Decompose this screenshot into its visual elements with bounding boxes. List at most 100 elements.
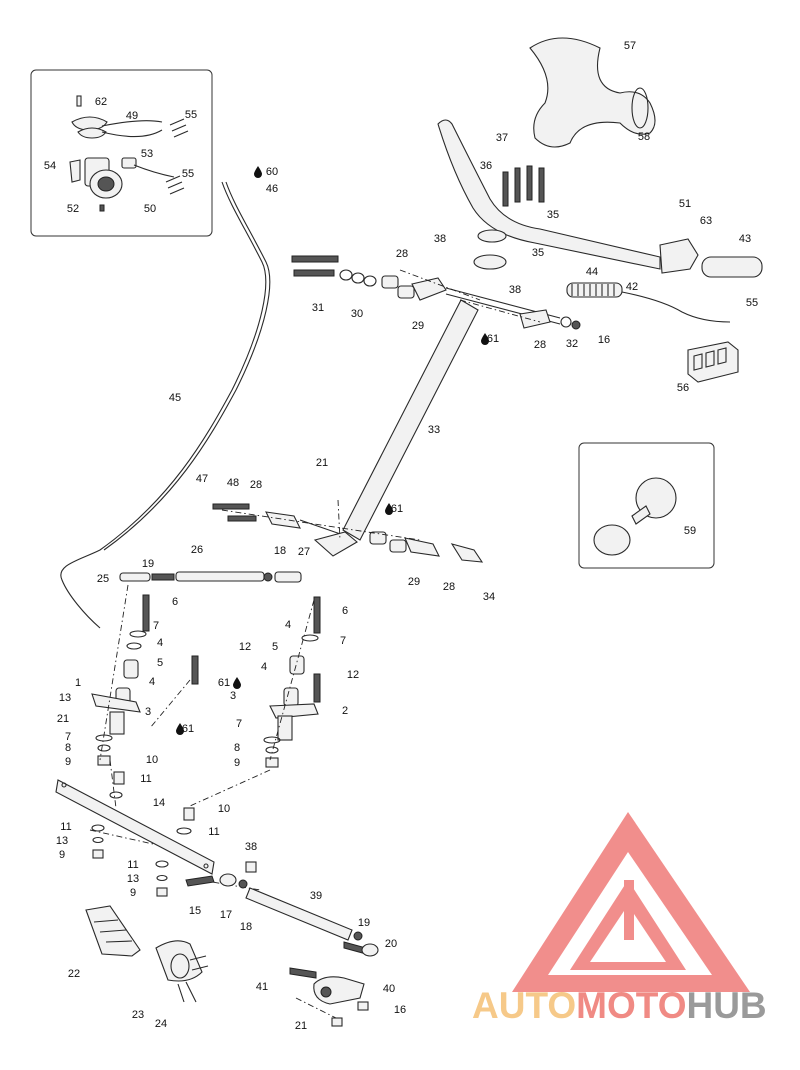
callout-label: 56 [677, 382, 689, 394]
handlebar-pad [529, 37, 656, 148]
throttle-cable-outer [103, 181, 271, 551]
callout-label: 28 [396, 248, 408, 260]
callout-label: 16 [394, 1004, 406, 1016]
callout-label: 38 [509, 284, 521, 296]
callout-label: 12 [347, 669, 359, 681]
lower-pitman-arm [289, 967, 369, 1027]
callout-label: 46 [266, 183, 278, 195]
callout-label: 54 [44, 160, 56, 172]
callout-label: 35 [532, 247, 544, 259]
handlebar-grip [701, 256, 763, 278]
callout-label: 1 [75, 677, 81, 689]
callout-label: 8 [234, 742, 240, 754]
callout-label: 25 [97, 573, 109, 585]
horn-assembly [593, 477, 677, 556]
callout-label: 4 [261, 661, 267, 673]
callout-label: 8 [65, 742, 71, 754]
callout-label: 17 [220, 909, 232, 921]
lubricant-drop-icon [176, 723, 184, 735]
handlebar [437, 119, 661, 270]
watermark-brand-auto: AUTO [472, 985, 576, 1026]
callout-label: 4 [285, 619, 291, 631]
callout-label: 50 [144, 203, 156, 215]
callout-label: 58 [638, 131, 650, 143]
callout-label: 12 [239, 641, 251, 653]
callout-label: 38 [245, 841, 257, 853]
lower-tie-rod [185, 873, 379, 957]
callout-label: 6 [172, 596, 178, 608]
callout-label: 53 [141, 148, 153, 160]
callout-label: 2 [342, 705, 348, 717]
callout-label: 57 [624, 40, 636, 52]
callout-label: 14 [153, 797, 165, 809]
callout-label: 55 [182, 168, 194, 180]
callout-label: 9 [130, 887, 136, 899]
callout-label: 34 [483, 591, 495, 603]
callout-label: 28 [443, 581, 455, 593]
callout-label: 3 [145, 706, 151, 718]
callout-label: 20 [385, 938, 397, 950]
callout-label: 9 [59, 849, 65, 861]
callout-label: 26 [191, 544, 203, 556]
upper-riser-clamp [473, 165, 545, 270]
callout-label: 9 [65, 756, 71, 768]
lubricant-drop-icon [481, 333, 489, 345]
callout-label: 19 [142, 558, 154, 570]
callout-label: 7 [153, 620, 159, 632]
callout-label: 6 [342, 605, 348, 617]
callout-label: 61 [391, 503, 403, 515]
callout-label: 55 [746, 297, 758, 309]
callout-label: 32 [566, 338, 578, 350]
callout-label: 60 [266, 166, 278, 178]
callout-label: 22 [68, 968, 80, 980]
callout-label: 28 [250, 479, 262, 491]
callout-label: 39 [310, 890, 322, 902]
steering-boot [85, 905, 141, 957]
callout-label: 44 [586, 266, 598, 278]
callout-label: 29 [408, 576, 420, 588]
callout-label: 10 [218, 803, 230, 815]
watermark-brand-moto: MOTO [576, 985, 686, 1026]
steering-arm [55, 779, 215, 875]
arm-hardware [91, 771, 257, 897]
callout-label: 37 [496, 132, 508, 144]
callout-label: 61 [182, 723, 194, 735]
lubricant-drop-icon [254, 166, 262, 178]
callout-label: 15 [189, 905, 201, 917]
callout-label: 52 [67, 203, 79, 215]
callout-label: 11 [60, 821, 71, 833]
callout-label: 9 [234, 757, 240, 769]
lubricant-drop-icons [176, 166, 489, 735]
ignition-switch-assembly [69, 95, 189, 212]
callout-label: 48 [227, 477, 239, 489]
callout-label: 13 [59, 692, 71, 704]
callout-label: 47 [196, 473, 208, 485]
callout-label: 23 [132, 1009, 144, 1021]
callout-label: 33 [428, 424, 440, 436]
watermark-brand-hub: HUB [686, 985, 766, 1026]
middle-linkage [212, 503, 484, 563]
callout-label: 35 [547, 209, 559, 221]
callout-label: 21 [316, 457, 328, 469]
callout-label: 38 [434, 233, 446, 245]
callout-label: 18 [274, 545, 286, 557]
throttle-cable [60, 181, 267, 629]
callout-label: 55 [185, 109, 197, 121]
callout-label: 4 [157, 637, 163, 649]
callout-label: 18 [240, 921, 252, 933]
callout-label: 7 [65, 731, 71, 743]
watermark-text: AUTOMOTOHUB [472, 985, 767, 1026]
callout-label: 28 [534, 339, 546, 351]
callout-label: 29 [412, 320, 424, 332]
lubricant-drop-icon [385, 503, 393, 515]
callout-label: 51 [679, 198, 691, 210]
throttle-housing [659, 238, 699, 274]
callout-label: 11 [208, 826, 219, 838]
callout-label: 49 [126, 110, 138, 122]
callout-label: 13 [127, 873, 139, 885]
callout-label: 3 [230, 690, 236, 702]
callout-label: 24 [155, 1018, 167, 1030]
callout-label: 13 [56, 835, 68, 847]
inset-box-ignition [30, 69, 213, 237]
